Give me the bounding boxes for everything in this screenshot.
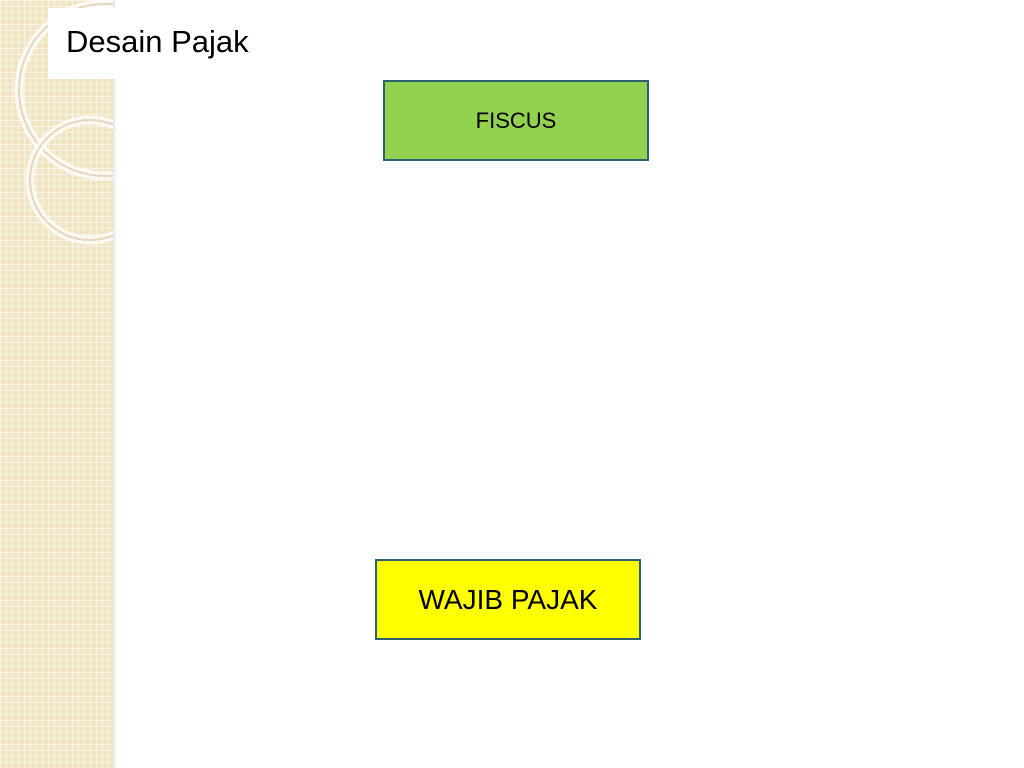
slide-title: Desain Pajak [66,24,249,59]
node-wajib-pajak: WAJIB PAJAK [375,559,641,640]
node-fiscus: FISCUS [383,80,649,161]
decorative-sidebar [0,0,113,768]
title-box [48,8,284,79]
sidebar-rings-decoration [14,0,113,245]
sidebar-shadow [113,0,117,768]
